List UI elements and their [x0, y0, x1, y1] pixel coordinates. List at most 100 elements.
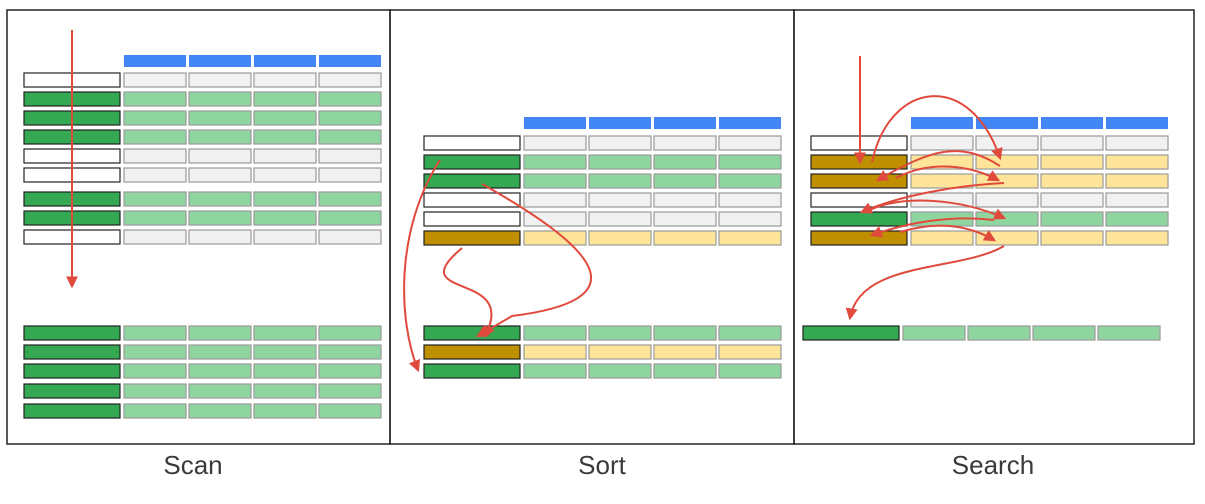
sort-arrow-3: [443, 247, 495, 339]
scan-row-cell: [123, 72, 187, 88]
search-arrow-e: [869, 199, 1007, 220]
scan-result-cell: [253, 344, 317, 360]
search-row-cell: [1105, 135, 1169, 151]
sort-row-cell: [718, 211, 782, 227]
sort-header-cell: [589, 117, 651, 129]
search-label: Search: [951, 450, 1035, 480]
sort-row-key: [423, 192, 521, 208]
sort-result-cell: [718, 325, 782, 341]
search-result-key: [802, 325, 900, 341]
scan-row-cell: [188, 129, 252, 145]
sort-row-cell: [653, 211, 717, 227]
sort-row-cell: [523, 211, 587, 227]
sort-row-cell: [588, 230, 652, 246]
scan-row-cell: [123, 110, 187, 126]
sort-row-cell: [588, 154, 652, 170]
scan-result-cell: [123, 383, 187, 399]
search-panel-frame: [793, 9, 1195, 445]
scan-row-cell: [123, 191, 187, 207]
sort-row-cell: [653, 173, 717, 189]
scan-row-cell: [253, 91, 317, 107]
scan-result-key: [23, 403, 121, 419]
scan-result-cell: [253, 403, 317, 419]
sort-arrow-2: [475, 183, 593, 338]
scan-row-cell: [253, 110, 317, 126]
search-row-cell: [1040, 154, 1104, 170]
sort-arrow-1: [403, 159, 441, 373]
scan-result-cell: [188, 344, 252, 360]
scan-row-cell: [253, 148, 317, 164]
sort-result-key: [423, 344, 521, 360]
scan-row-cell: [253, 191, 317, 207]
scan-row-cell: [123, 148, 187, 164]
scan-row-cell: [318, 129, 382, 145]
scan-header-cell: [254, 55, 316, 67]
search-row-cell: [975, 230, 1039, 246]
search-row-cell: [975, 135, 1039, 151]
search-result-cell: [902, 325, 966, 341]
scan-row-cell: [188, 191, 252, 207]
scan-result-key: [23, 363, 121, 379]
scan-result-cell: [188, 403, 252, 419]
scan-row-cell: [318, 148, 382, 164]
scan-row-cell: [123, 91, 187, 107]
search-row-cell: [1105, 211, 1169, 227]
sort-row-key: [423, 230, 521, 246]
sort-result-cell: [588, 344, 652, 360]
search-row-cell: [1105, 192, 1169, 208]
sort-result-cell: [718, 363, 782, 379]
scan-row-cell: [188, 229, 252, 245]
scan-row-cell: [253, 72, 317, 88]
sort-result-cell: [523, 344, 587, 360]
search-row-cell: [1040, 192, 1104, 208]
sort-row-cell: [718, 230, 782, 246]
tables-layer: [23, 55, 1169, 419]
sort-panel-frame: [389, 9, 795, 445]
scan-result-cell: [253, 363, 317, 379]
search-row-key: [810, 211, 908, 227]
scan-row-cell: [318, 191, 382, 207]
scan-row-cell: [188, 167, 252, 183]
search-row-cell: [1105, 154, 1169, 170]
sort-row-key: [423, 211, 521, 227]
scan-row-cell: [318, 72, 382, 88]
search-header-cell: [976, 117, 1038, 129]
search-header-cell: [1041, 117, 1103, 129]
sort-result-key: [423, 363, 521, 379]
search-row-cell: [975, 173, 1039, 189]
search-row-key: [810, 173, 908, 189]
sort-row-cell: [718, 173, 782, 189]
scan-result-cell: [318, 344, 382, 360]
sort-result-cell: [653, 344, 717, 360]
sort-result-key: [423, 325, 521, 341]
sort-result-cell: [588, 325, 652, 341]
sort-result-cell: [588, 363, 652, 379]
search-row-cell: [1040, 173, 1104, 189]
sort-result-cell: [653, 325, 717, 341]
search-result-cell: [1032, 325, 1096, 341]
search-row-cell: [1040, 230, 1104, 246]
sort-row-cell: [588, 173, 652, 189]
scan-row-cell: [253, 167, 317, 183]
search-row-cell: [910, 230, 974, 246]
sort-header-cell: [719, 117, 781, 129]
scan-result-key: [23, 325, 121, 341]
sort-row-cell: [653, 154, 717, 170]
sort-arrows: [403, 159, 593, 373]
scan-row-cell: [318, 167, 382, 183]
scan-result-cell: [188, 325, 252, 341]
sort-row-key: [423, 173, 521, 189]
scan-header-cell: [189, 55, 251, 67]
scan-row-cell: [188, 72, 252, 88]
search-result-cell: [967, 325, 1031, 341]
search-header-cell: [1106, 117, 1168, 129]
sort-row-cell: [718, 154, 782, 170]
sort-row-cell: [523, 230, 587, 246]
scan-result-cell: [188, 383, 252, 399]
scan-result-cell: [318, 383, 382, 399]
scan-result-cell: [318, 363, 382, 379]
sort-row-cell: [588, 192, 652, 208]
sort-row-cell: [523, 192, 587, 208]
search-row-cell: [910, 135, 974, 151]
